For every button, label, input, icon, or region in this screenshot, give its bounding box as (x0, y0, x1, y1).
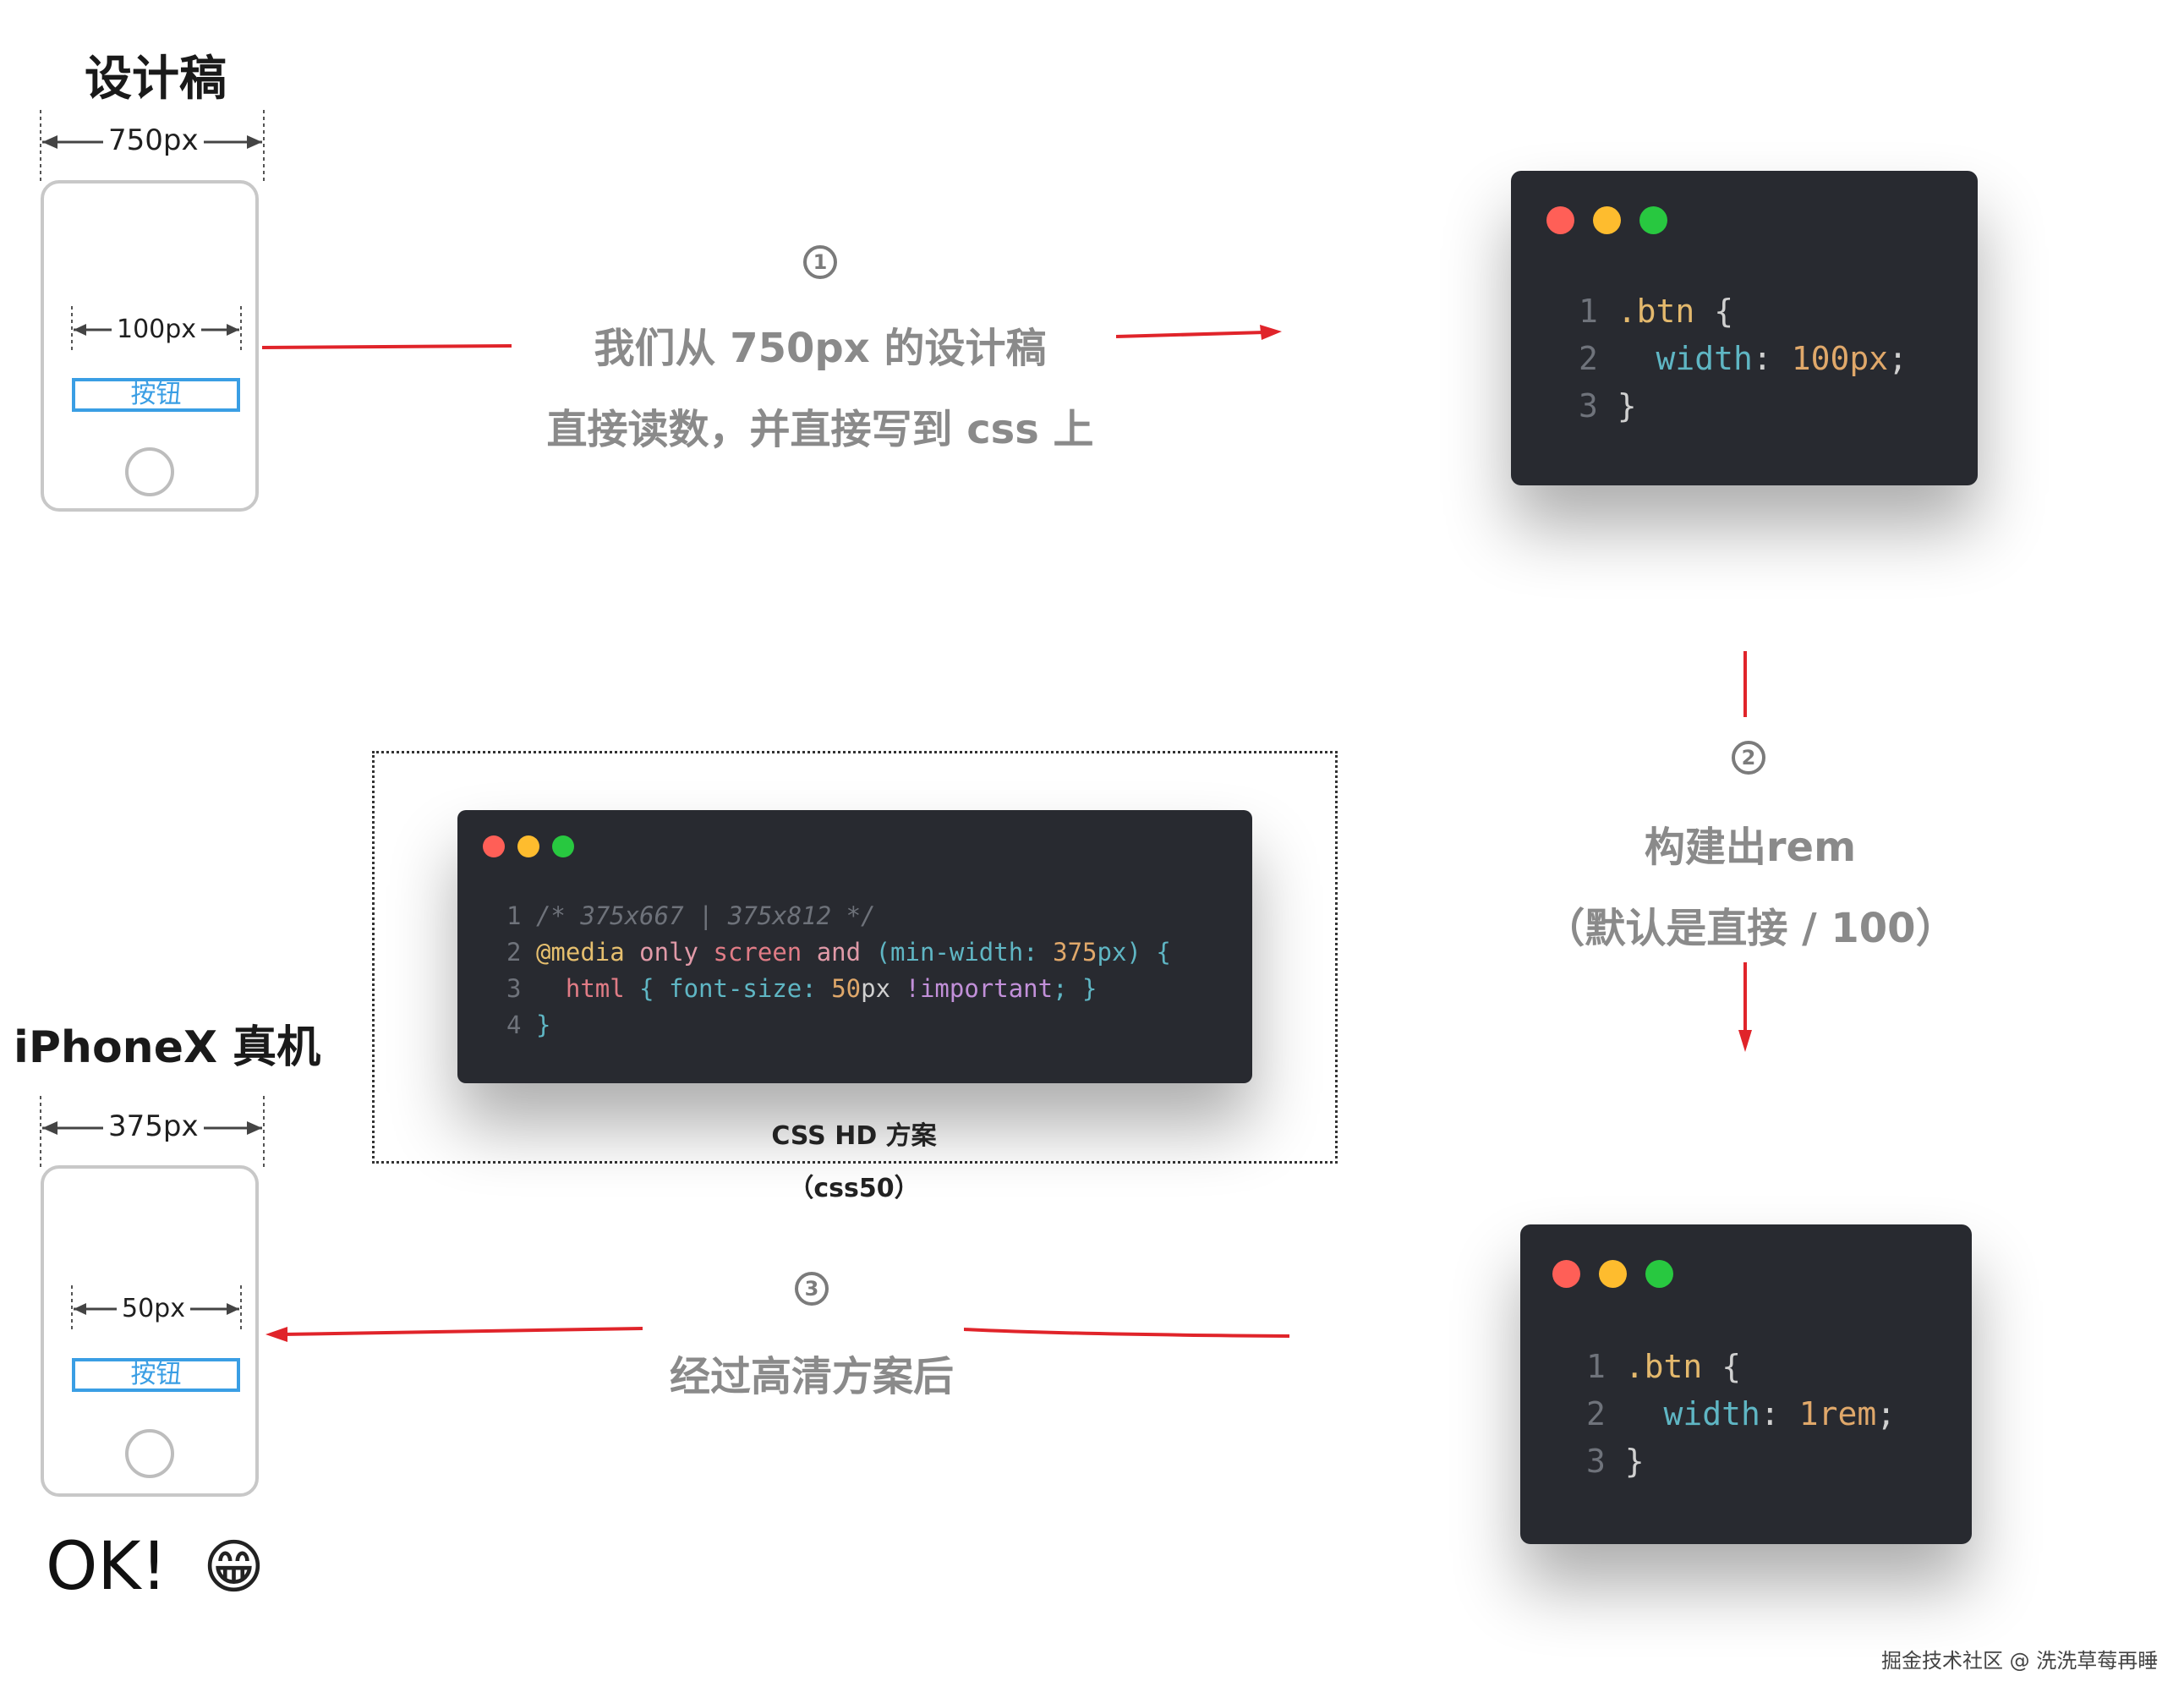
code-rem-text: 1 .btn { 2 width: 1rem; 3 } (1586, 1348, 1897, 1480)
step3-text-line1: 经过高清方案后 (669, 1353, 954, 1400)
window-maximize-dot (1639, 206, 1667, 234)
design-heading: 设计稿 (85, 52, 227, 107)
design-width-label: 750px (103, 123, 204, 157)
code-window-media: 1 /* 375x667 | 375x812 */ 2 @media only … (457, 810, 1252, 1083)
design-button-width-label: 100px (112, 315, 202, 344)
step2-text-line1: 构建出rem (1644, 824, 1857, 871)
window-minimize-dot (517, 835, 539, 857)
arrow-code-to-step3 (964, 1328, 1290, 1338)
code-window-px: 1 .btn { 2 width: 100px; 3 } (1511, 171, 1978, 485)
css-hd-scheme-frame (372, 751, 1338, 1164)
design-home-button (125, 447, 174, 496)
device-heading: iPhoneX 真机 (14, 1022, 321, 1073)
code-window-rem: 1 .btn { 2 width: 1rem; 3 } (1520, 1224, 1972, 1544)
watermark: 掘金技术社区 @ 洗洗草莓再睡 (1881, 1649, 2159, 1673)
design-phone: 100px 按钮 (41, 180, 259, 512)
step3-number: 3 (795, 1272, 829, 1306)
device-home-button (125, 1429, 174, 1478)
window-minimize-dot (1599, 1260, 1627, 1288)
code-media-text: 1 /* 375x667 | 375x812 */ 2 @media only … (506, 901, 1171, 1039)
css-hd-caption-sub: （css50） (788, 1174, 920, 1203)
window-maximize-dot (552, 835, 574, 857)
window-maximize-dot (1645, 1260, 1673, 1288)
arrow-step1-to-code (1116, 325, 1282, 340)
device-phone: 50px 按钮 (41, 1165, 259, 1497)
step2-number: 2 (1732, 741, 1765, 775)
arrow-step3-to-phone (265, 1327, 643, 1342)
step1-text-line2: 直接读数，并直接写到 css 上 (546, 406, 1094, 453)
css-hd-caption: CSS HD 方案 (771, 1121, 937, 1151)
step1-text-line1: 我们从 750px 的设计稿 (594, 325, 1047, 372)
window-close-dot (1546, 206, 1574, 234)
arrow-code-to-step2 (1743, 651, 1747, 717)
device-button-width-label: 50px (117, 1294, 190, 1323)
step2-text-line2: （默认是直接 / 100） (1544, 905, 1957, 952)
arrow-phone-to-step1 (262, 344, 512, 349)
window-close-dot (1552, 1260, 1580, 1288)
device-width-label: 375px (103, 1109, 204, 1143)
design-demo-button: 按钮 (72, 378, 240, 412)
ok-label: OK! (46, 1529, 167, 1605)
window-minimize-dot (1593, 206, 1621, 234)
window-close-dot (483, 835, 505, 857)
arrow-step2-to-code (1738, 962, 1752, 1052)
step1-number: 1 (803, 245, 837, 279)
device-demo-button: 按钮 (72, 1358, 240, 1392)
grin-emoji-icon: 😁 (203, 1532, 265, 1602)
code-px-text: 1 .btn { 2 width: 100px; 3 } (1579, 293, 1908, 424)
